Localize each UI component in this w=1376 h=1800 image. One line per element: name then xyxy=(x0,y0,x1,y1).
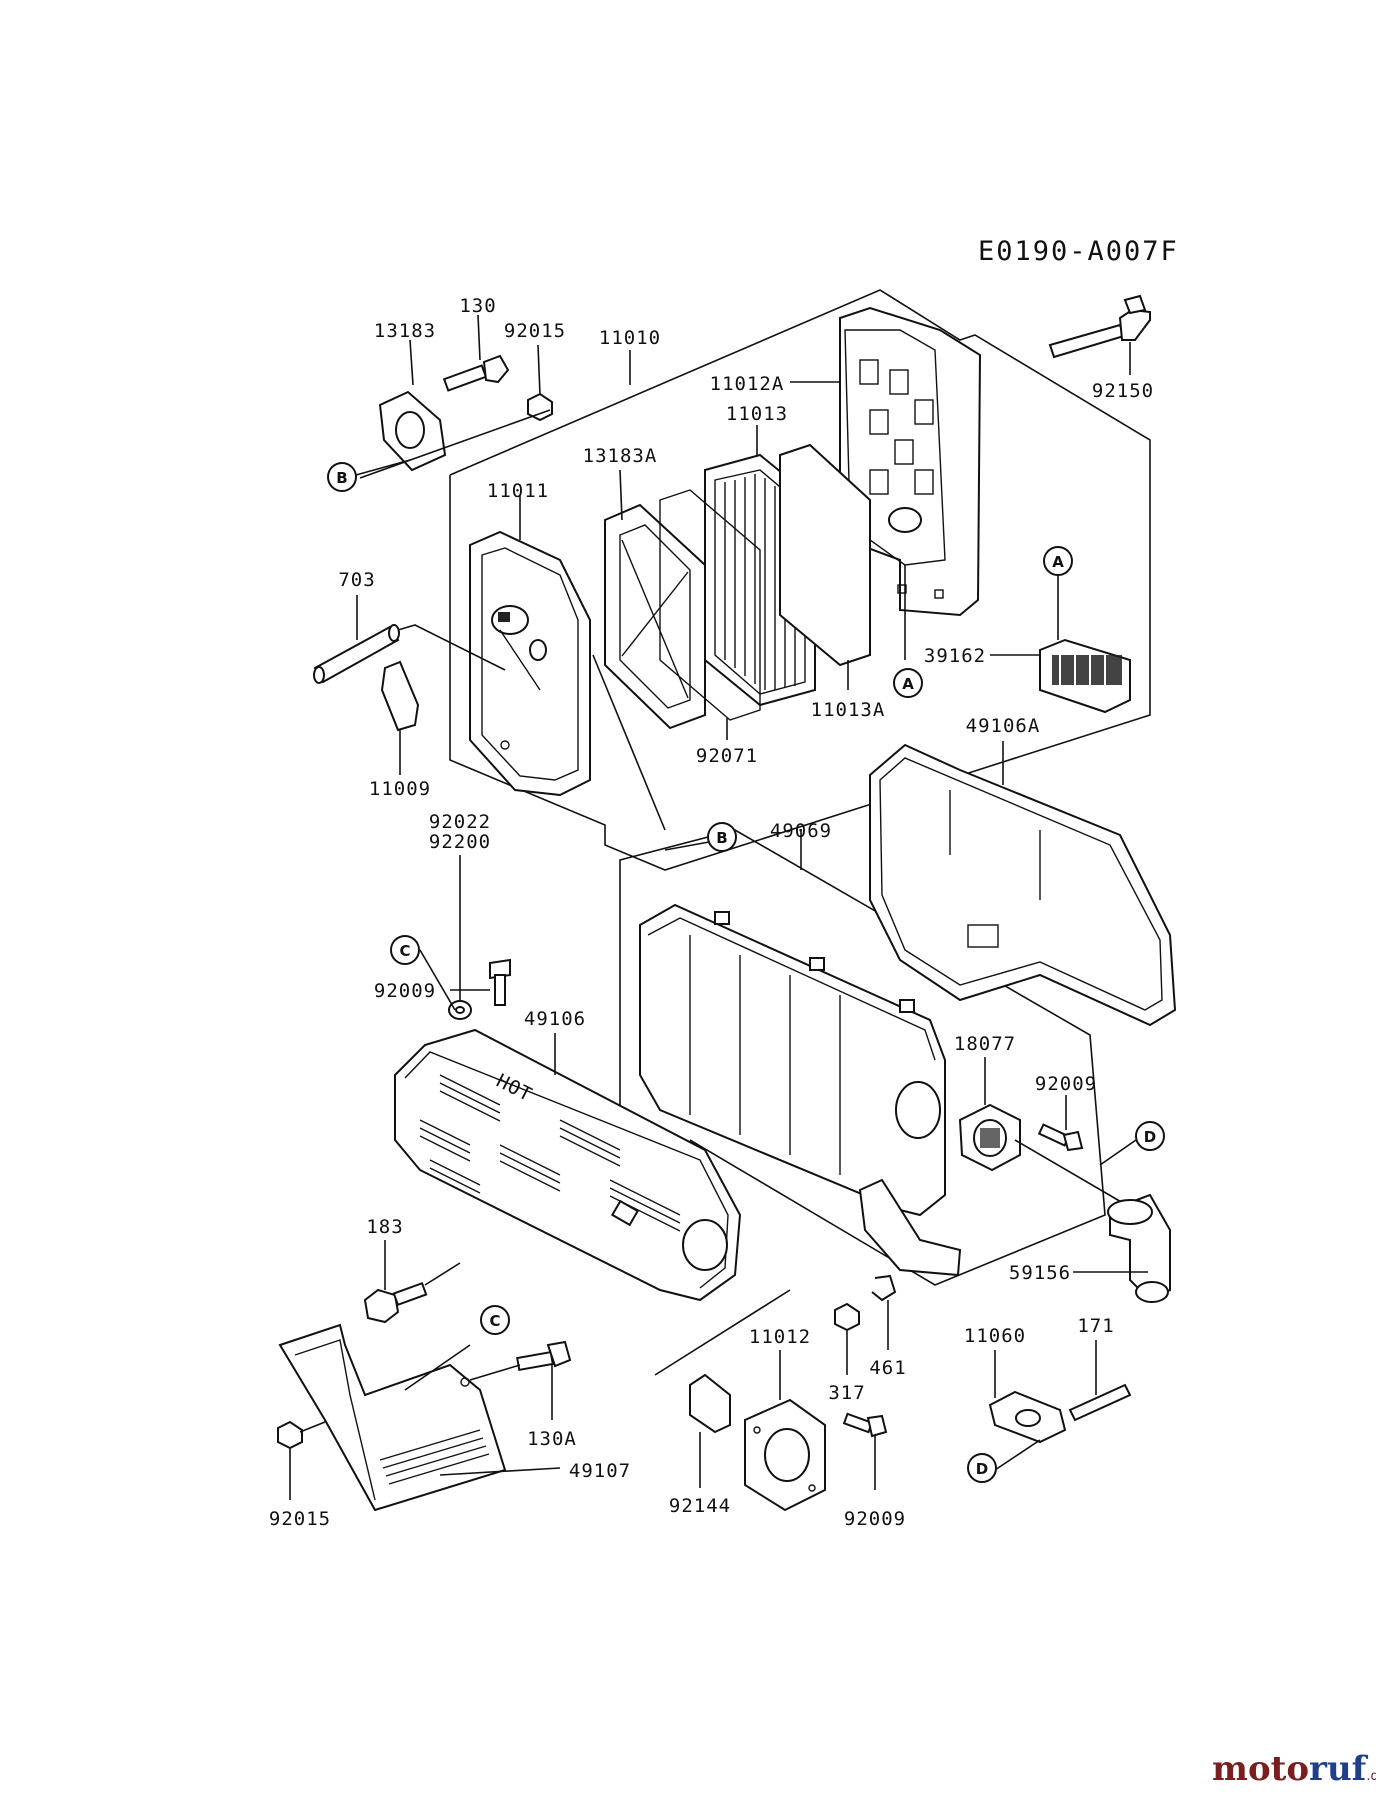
part-130A-bolt xyxy=(516,1340,572,1372)
svg-text:D: D xyxy=(1144,1128,1156,1146)
label-92015-bottom: 92015 xyxy=(269,1508,331,1530)
svg-text:motoruf.de: motoruf.de xyxy=(1212,1749,1376,1789)
part-92022-washer xyxy=(448,1000,472,1020)
part-11013A-pre-cleaner xyxy=(779,443,871,667)
ref-circle-a-top: A xyxy=(1043,546,1073,576)
svg-text:B: B xyxy=(336,469,347,487)
label-703: 703 xyxy=(338,569,375,591)
label-92150: 92150 xyxy=(1092,380,1154,402)
part-92009-bolt-top xyxy=(489,958,511,1006)
part-92009-bolt-bottom xyxy=(842,1412,888,1438)
label-130A: 130A xyxy=(527,1428,577,1450)
label-92022: 92022 xyxy=(429,811,491,833)
part-11009-gasket xyxy=(380,660,420,732)
label-92015-top: 92015 xyxy=(504,320,566,342)
part-92009-bolt-right xyxy=(1037,1123,1084,1152)
label-13183A: 13183A xyxy=(583,445,658,467)
part-49106A-shield xyxy=(869,743,1177,1027)
air-cleaner-frame xyxy=(449,289,1151,871)
part-labels: 130 13183 92015 11010 11012A 92150 11013… xyxy=(269,295,1154,1530)
part-183-bolt xyxy=(363,1281,428,1324)
label-49106A: 49106A xyxy=(966,715,1041,737)
label-92009-top: 92009 xyxy=(374,980,436,1002)
part-92015-nut-bottom xyxy=(277,1420,303,1450)
ref-circle-c-top: C xyxy=(390,935,420,965)
part-49107-guard xyxy=(278,1323,507,1512)
ref-circle-d-right: D xyxy=(1135,1121,1165,1151)
label-11012A: 11012A xyxy=(710,373,785,395)
label-11010: 11010 xyxy=(599,327,661,349)
label-92009-right: 92009 xyxy=(1035,1073,1097,1095)
part-59156-elbow xyxy=(1107,1193,1171,1303)
ref-circle-a-mid: A xyxy=(893,668,923,698)
diagram-code: E0190-A007F xyxy=(978,236,1179,267)
svg-text:C: C xyxy=(399,942,410,960)
label-18077: 18077 xyxy=(954,1033,1016,1055)
ref-circle-b-mid: B xyxy=(707,822,737,852)
label-11060: 11060 xyxy=(964,1325,1026,1347)
label-11011: 11011 xyxy=(487,480,549,502)
svg-text:A: A xyxy=(902,675,914,693)
part-11011-case xyxy=(469,530,591,797)
label-130: 130 xyxy=(459,295,496,317)
label-49106: 49106 xyxy=(524,1008,586,1030)
part-461-clip xyxy=(871,1274,897,1302)
part-130-bolt xyxy=(442,354,510,392)
watermark-logo: motoruf.de xyxy=(1212,1749,1376,1789)
ref-circle-b-top: B xyxy=(327,462,357,492)
part-39162-cap xyxy=(1039,638,1131,714)
part-317-nut xyxy=(834,1302,860,1332)
ref-circle-d-bottom: D xyxy=(967,1453,997,1483)
label-92200: 92200 xyxy=(429,831,491,853)
label-59156: 59156 xyxy=(1009,1262,1071,1284)
label-92144: 92144 xyxy=(669,1495,731,1517)
ref-circle-c-bottom: C xyxy=(480,1305,510,1335)
part-171-stud xyxy=(1068,1383,1132,1422)
part-13183A-gasket xyxy=(604,503,706,730)
svg-text:D: D xyxy=(976,1460,988,1478)
svg-text:A: A xyxy=(1052,553,1064,571)
label-171: 171 xyxy=(1077,1315,1114,1337)
label-11012: 11012 xyxy=(749,1326,811,1348)
label-11009: 11009 xyxy=(369,778,431,800)
label-39162: 39162 xyxy=(924,645,986,667)
label-183: 183 xyxy=(366,1216,403,1238)
svg-text:B: B xyxy=(716,829,727,847)
part-13183-gasket xyxy=(378,390,447,472)
part-11012A-cover xyxy=(839,306,982,617)
label-11013A: 11013A xyxy=(811,699,886,721)
label-11013: 11013 xyxy=(726,403,788,425)
label-92071: 92071 xyxy=(696,745,758,767)
part-11060-gasket xyxy=(988,1390,1067,1444)
part-703-pipe xyxy=(313,624,400,684)
part-92150-wing-bolt xyxy=(1048,294,1151,359)
label-92009-bottom: 92009 xyxy=(844,1508,906,1530)
label-461: 461 xyxy=(869,1357,906,1379)
label-13183: 13183 xyxy=(374,320,436,342)
part-92071-gasket xyxy=(659,489,761,721)
part-49069-muffler xyxy=(639,903,962,1277)
muffler-frame xyxy=(619,829,1106,1286)
part-92144-clamp xyxy=(689,1373,731,1434)
label-317: 317 xyxy=(828,1382,865,1404)
part-11012-flange xyxy=(744,1398,826,1512)
part-18077-flange xyxy=(958,1103,1021,1172)
part-49106-heat-cover: HOT xyxy=(394,1028,742,1302)
svg-text:C: C xyxy=(489,1312,500,1330)
label-49069: 49069 xyxy=(770,820,832,842)
label-49107: 49107 xyxy=(569,1460,631,1482)
